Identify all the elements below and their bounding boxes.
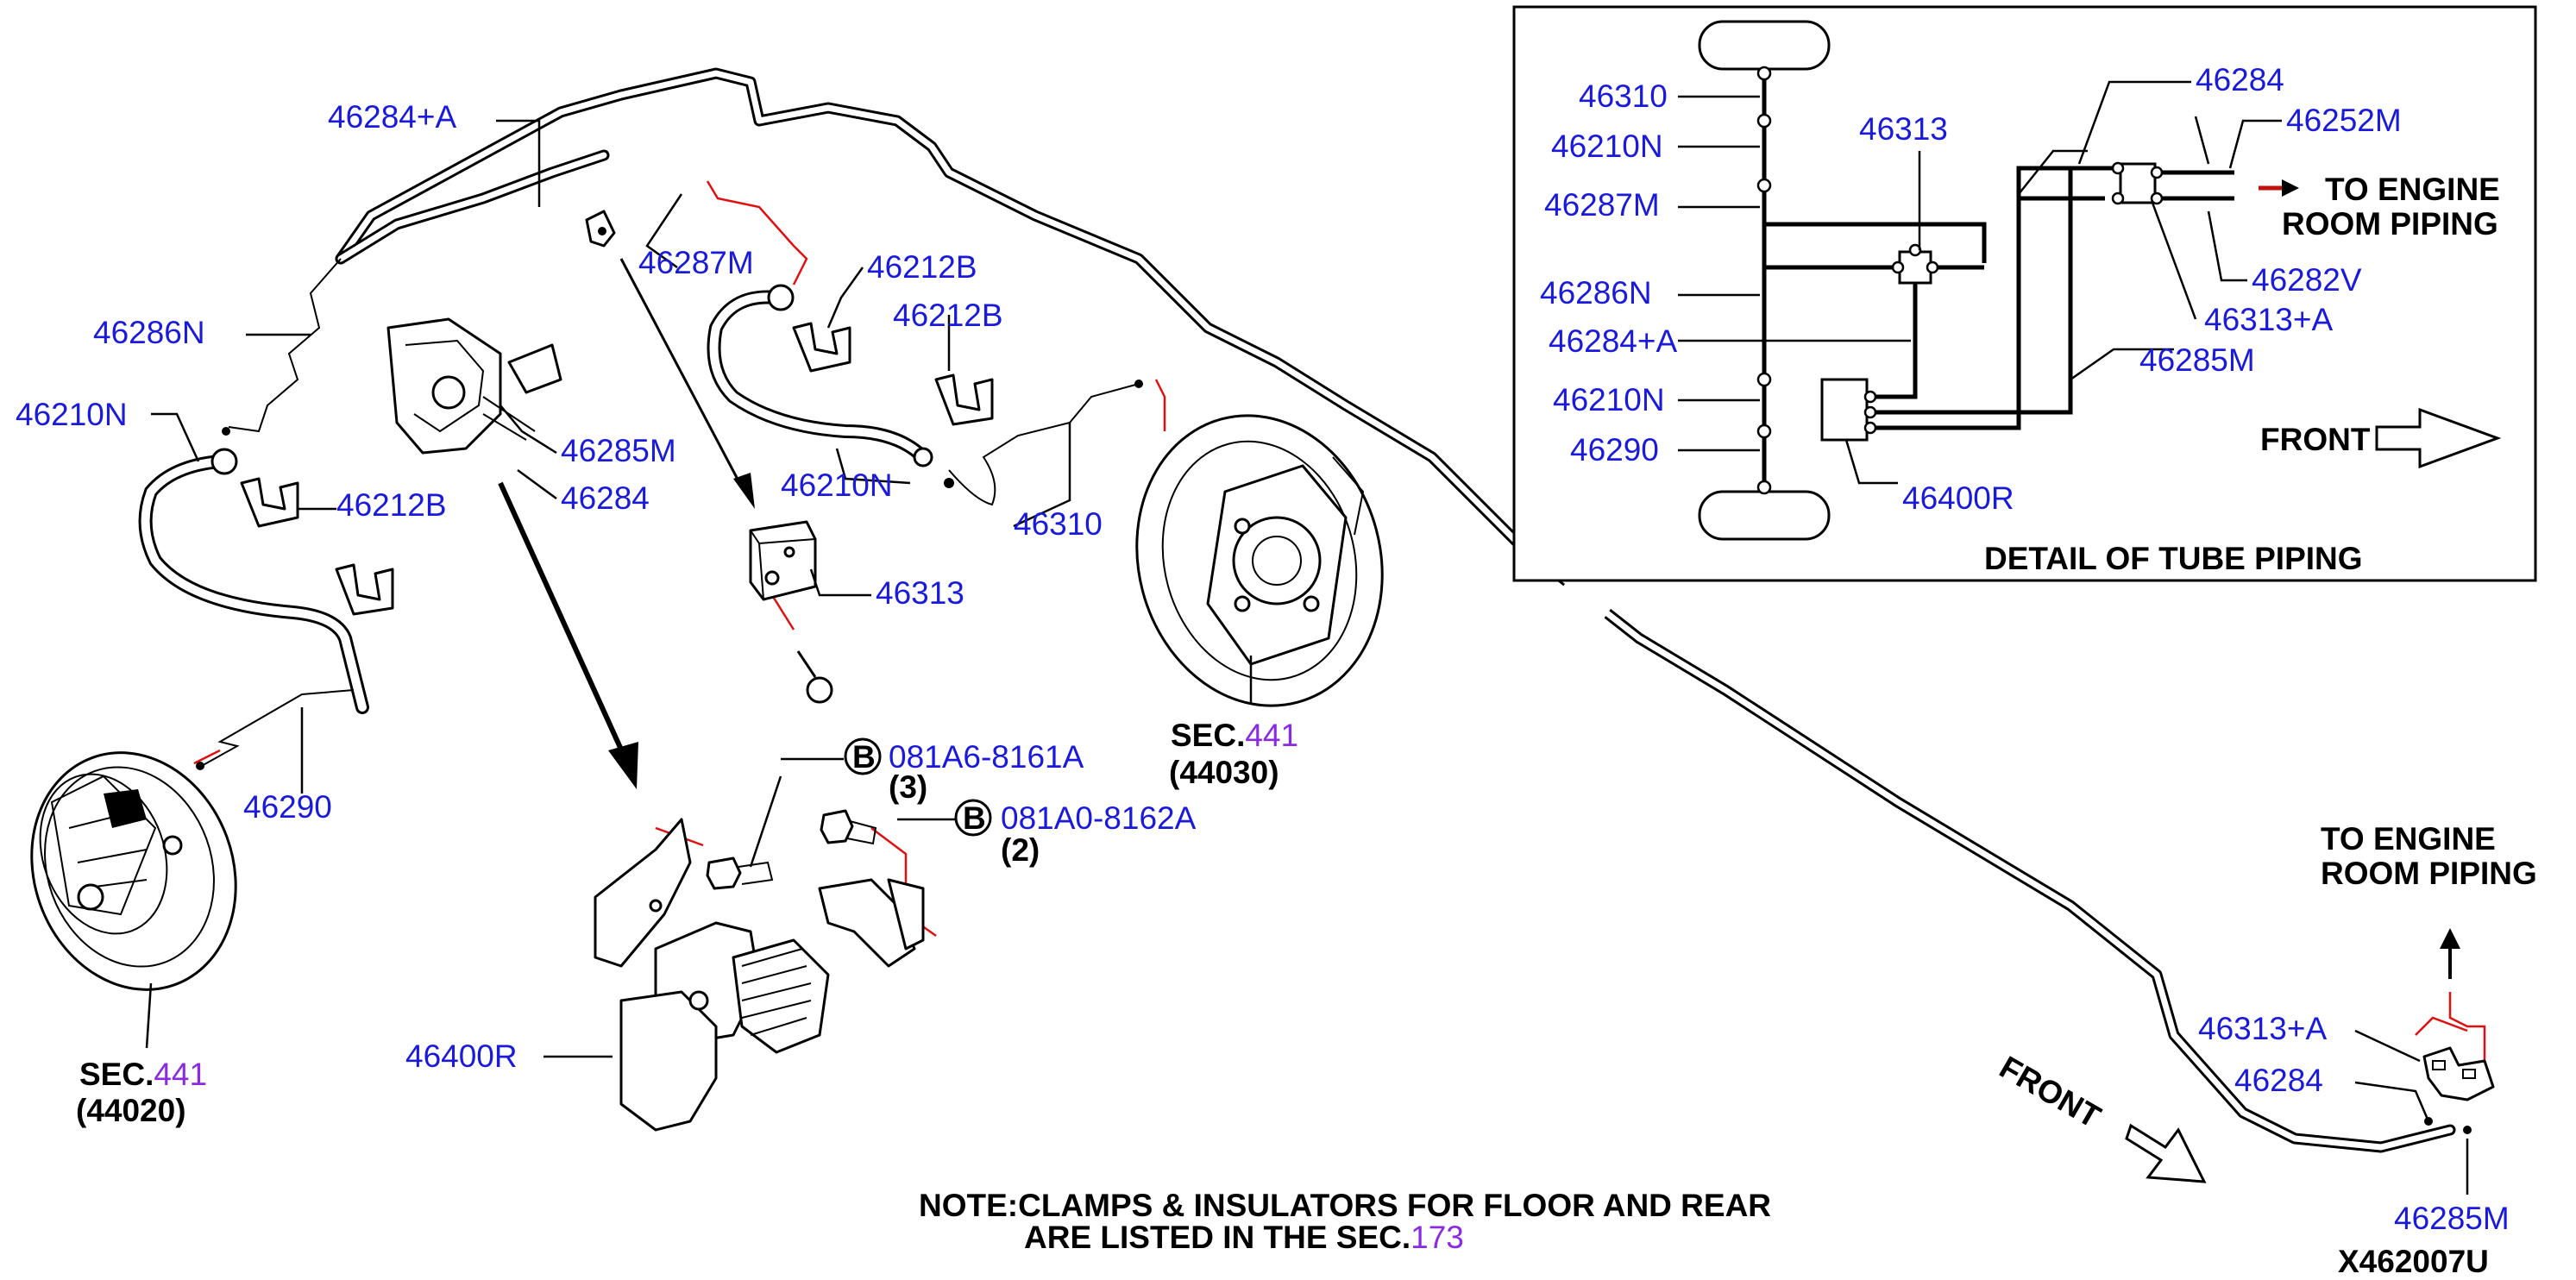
- label-46287m: 46287M: [638, 245, 754, 280]
- detail-label-46284a: 46284+A: [1549, 323, 1677, 359]
- front-arrow-bottom: [2125, 1123, 2207, 1183]
- clip-46212b-mid1: [792, 322, 851, 373]
- main-brake-tube: [335, 67, 2456, 1153]
- label-46285m-br: 46285M: [2394, 1201, 2510, 1236]
- label-46212b-1: 46212B: [867, 249, 977, 285]
- to-engine-br-line2: ROOM PIPING: [2321, 856, 2537, 891]
- label-46285m: 46285M: [561, 433, 676, 468]
- label-46284a-top: 46284+A: [328, 99, 456, 135]
- detail-front-arrow: [2375, 407, 2502, 469]
- clip-46212b-left: [240, 477, 299, 528]
- clip-46212b-mid2: [934, 373, 994, 426]
- section-ref-left: SEC.441: [79, 1057, 207, 1092]
- detail-label-46252m: 46252M: [2286, 103, 2402, 138]
- bolt-081a6-8161a: [706, 757, 844, 890]
- fitting-46284a: [585, 210, 616, 248]
- arrow-up-engine-br: [2440, 928, 2460, 979]
- detail-46400r: [1820, 378, 1869, 442]
- arrow-to-46400r: [498, 481, 638, 789]
- label-46212b-3: 46212B: [336, 487, 447, 523]
- drum-brake-left: [30, 751, 237, 991]
- detail-label-46313: 46313: [1859, 111, 1948, 147]
- label-46286n: 46286N: [93, 315, 205, 350]
- label-081a6-8161a: 081A6-8161A: [889, 739, 1084, 775]
- drum-brake-mid: [1135, 414, 1384, 707]
- detail-label-46210n-bot: 46210N: [1553, 382, 1665, 417]
- main-labels: 46284+A 46287M 46212B 46212B 46286N 4621…: [16, 99, 2537, 1279]
- section-ref-mid: SEC.441: [1171, 718, 1298, 753]
- detail-label-46310: 46310: [1579, 78, 1668, 114]
- diagram-code: X462007U: [2338, 1244, 2489, 1279]
- detail-to-engine-line1: TO ENGINE: [2325, 172, 2500, 207]
- detail-label-46282v: 46282V: [2252, 262, 2362, 298]
- note-line-1: NOTE:CLAMPS & INSULATORS FOR FLOOR AND R…: [919, 1188, 1771, 1223]
- detail-label-46285m: 46285M: [2139, 342, 2255, 378]
- bolt-081a0-8162a: [820, 809, 958, 845]
- detail-wheel-top: [1698, 20, 1831, 71]
- label-46210n-mid: 46210N: [781, 467, 893, 503]
- detail-frame: [1512, 5, 2537, 582]
- note-line-2: ARE LISTED IN THE SEC.173: [1024, 1220, 1464, 1255]
- label-081a0-8162a: 081A0-8162A: [1001, 800, 1197, 836]
- detail-to-engine-line2: ROOM PIPING: [2282, 206, 2498, 242]
- fitting-below-46313: [796, 650, 833, 704]
- detail-label-46313a: 46313+A: [2204, 302, 2333, 337]
- bolt-badge-b-2-letter: B: [963, 800, 986, 836]
- tube-46286n: [222, 258, 342, 436]
- tube-46310: [944, 380, 1143, 506]
- hose-46210n-mid: [707, 284, 933, 467]
- leader-lines: [145, 119, 2469, 1195]
- label-46290: 46290: [243, 789, 332, 825]
- hose-46210n-left: [138, 448, 369, 714]
- detail-46313a-block: [2119, 162, 2157, 204]
- label-46284-br: 46284: [2234, 1063, 2323, 1098]
- block-46313: [749, 520, 817, 601]
- label-46212b-2: 46212B: [893, 298, 1003, 333]
- bolt-badge-b-1: [844, 737, 882, 775]
- detail-46313-block: [1898, 250, 1932, 285]
- arrow-to-46313: [619, 258, 755, 509]
- bracket-assembly-upper: [386, 317, 562, 455]
- clip-46212b-lower: [335, 563, 394, 616]
- front-label-bottom: FRONT: [1994, 1049, 2107, 1134]
- bolt-badge-b-2: [954, 799, 992, 837]
- label-46313: 46313: [876, 575, 964, 611]
- to-engine-br-line1: TO ENGINE: [2321, 821, 2496, 856]
- label-46284: 46284: [561, 480, 650, 516]
- detail-wheel-bottom: [1698, 490, 1831, 541]
- tube-46290: [196, 689, 355, 770]
- valve-46400r: [594, 818, 925, 1132]
- detail-title: DETAIL OF TUBE PIPING: [1984, 541, 2363, 576]
- section-code-mid: (44030): [1169, 755, 1279, 790]
- detail-label-46286n: 46286N: [1540, 275, 1652, 311]
- detail-label-46284: 46284: [2196, 62, 2284, 97]
- label-46310: 46310: [1014, 506, 1103, 542]
- detail-label-46210n-top: 46210N: [1551, 129, 1663, 164]
- detail-label-46400r: 46400R: [1902, 480, 2014, 516]
- detail-label-46290: 46290: [1570, 432, 1659, 467]
- bolt-badge-b-1-letter: B: [852, 739, 876, 775]
- bracket-46313a-br: [2422, 1046, 2495, 1134]
- label-bolt2-qty: (2): [1001, 832, 1040, 868]
- label-46210n-left: 46210N: [16, 397, 128, 432]
- label-46400r: 46400R: [405, 1038, 518, 1074]
- section-code-left: (44020): [76, 1093, 186, 1128]
- detail-label-46287m: 46287M: [1544, 187, 1660, 223]
- label-bolt1-qty: (3): [889, 769, 927, 805]
- detail-inset: 46310 46210N 46287M 46286N 46284+A 46210…: [1512, 5, 2537, 582]
- detail-front-label: FRONT: [2260, 422, 2371, 457]
- label-46313a-br: 46313+A: [2198, 1011, 2327, 1046]
